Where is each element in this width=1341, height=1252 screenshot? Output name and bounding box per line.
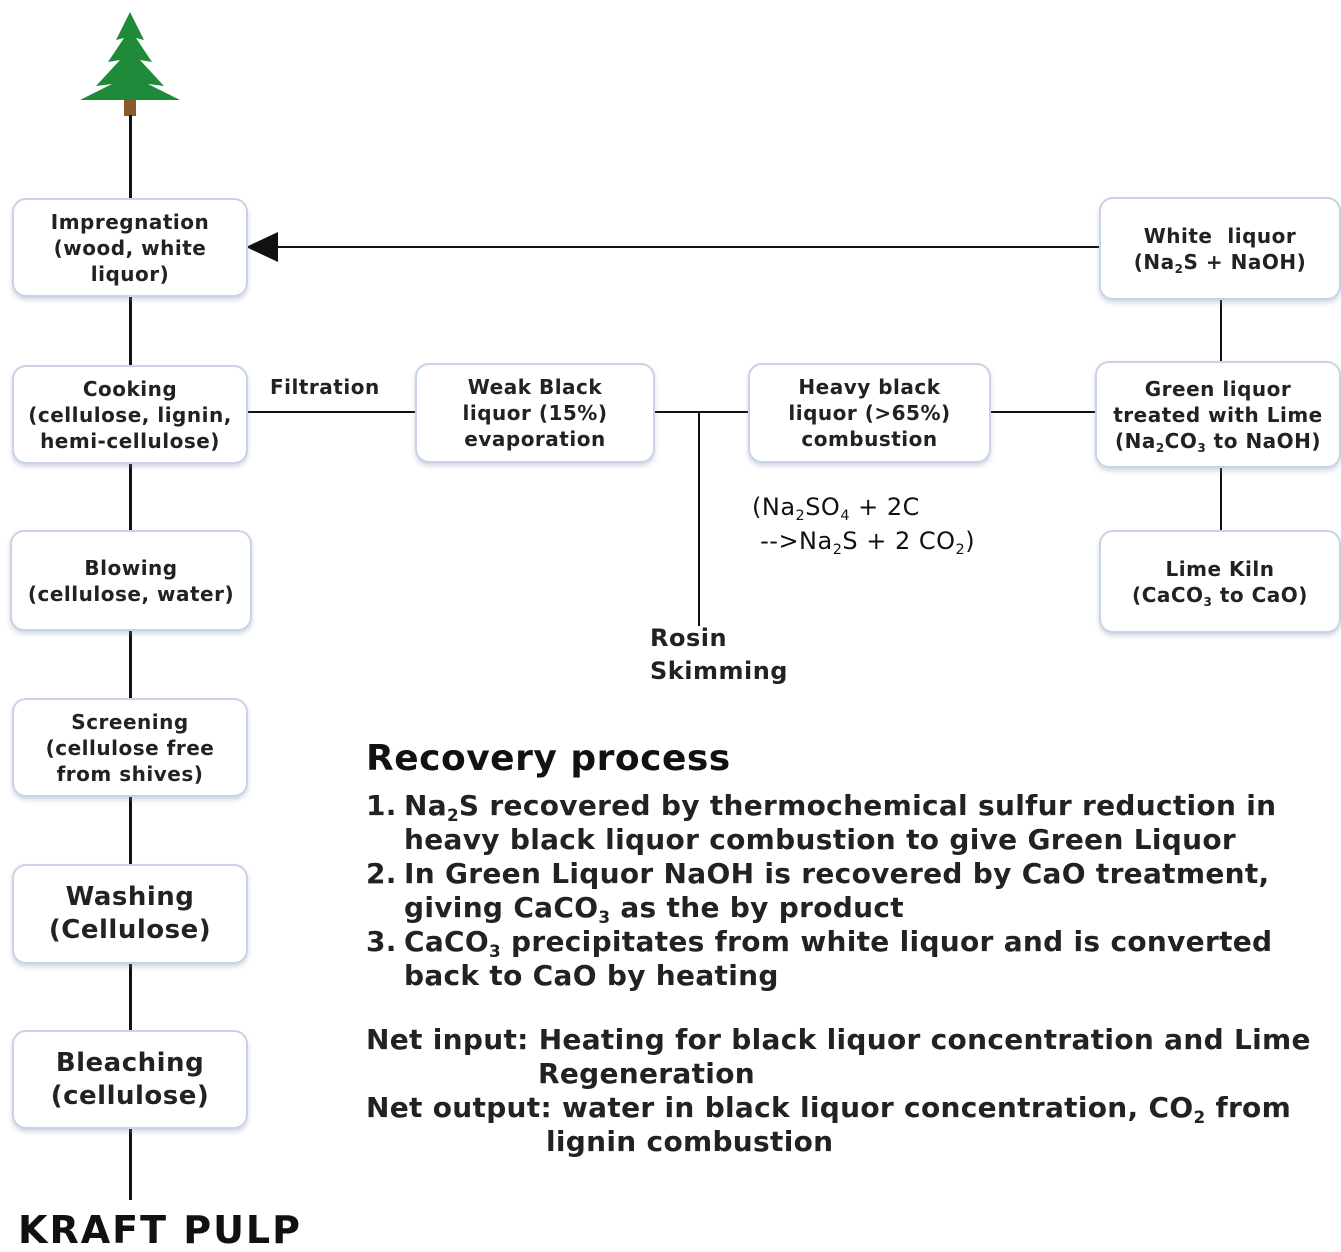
cooking-label-1: Cooking xyxy=(82,376,178,401)
recovery-title: Recovery process xyxy=(366,738,731,779)
connector-green-lime xyxy=(1220,468,1222,530)
impregnation-box: Impregnation (wood, white liquor) xyxy=(12,198,248,297)
weak-black-label-3: evaporation xyxy=(464,427,606,451)
heavy-black-label-2: liquor (>65%) xyxy=(788,401,951,425)
heavy-black-label-1: Heavy black xyxy=(798,375,941,399)
cooking-label-3: hemi-cellulose) xyxy=(40,428,220,453)
washing-label-1: Washing xyxy=(65,882,195,912)
kraft-pulp-label: KRAFT PULP xyxy=(18,1208,302,1252)
recovery-step-3: 3.CaCO3 precipitates from white liquor a… xyxy=(366,925,1326,993)
reaction-line-1: (Na2SO4 + 2C xyxy=(752,493,920,525)
step-1-continuation: heavy black liquor combustion to give Gr… xyxy=(404,823,1237,856)
connector-rosin xyxy=(698,411,700,626)
screening-label-2: (cellulose free xyxy=(45,735,215,760)
impregnation-label-2: (wood, white xyxy=(53,235,207,260)
white-liquor-box: White liquor (Na2S + NaOH) xyxy=(1099,197,1341,300)
lime-kiln-label-1: Lime Kiln xyxy=(1165,556,1275,581)
bleaching-label-2: (cellulose) xyxy=(50,1080,210,1111)
net-output: Net output: water in black liquor concen… xyxy=(366,1091,1326,1159)
connector-cooking-weak xyxy=(248,411,416,413)
step-3-number: 3. xyxy=(366,925,397,958)
connector-impregnation-cooking xyxy=(129,296,132,366)
bleaching-box: Bleaching (cellulose) xyxy=(12,1030,248,1129)
connector-screening-washing xyxy=(129,797,132,865)
arrow-head-icon xyxy=(246,232,278,262)
white-liquor-label-2: (Na2S + NaOH) xyxy=(1133,249,1307,276)
washing-label-2: (Cellulose) xyxy=(48,915,212,945)
net-output-line-2: lignin combustion xyxy=(546,1125,834,1158)
return-arrow-line xyxy=(270,246,1100,248)
cooking-box: Cooking (cellulose, lignin, hemi-cellulo… xyxy=(12,365,248,464)
connector-heavy-green xyxy=(991,411,1095,413)
green-liquor-box: Green liquor treated with Lime (Na2CO3 t… xyxy=(1095,361,1341,468)
screening-label-1: Screening xyxy=(71,709,189,734)
weak-black-label-2: liquor (15%) xyxy=(462,401,608,425)
weak-black-liquor-box: Weak Black liquor (15%) evaporation xyxy=(415,363,655,463)
bleaching-label-1: Bleaching xyxy=(55,1047,205,1078)
impregnation-label-3: liquor) xyxy=(90,261,170,286)
filtration-label: Filtration xyxy=(270,375,380,399)
green-liquor-label-3: (Na2CO3 to NaOH) xyxy=(1114,428,1322,455)
washing-box: Washing (Cellulose) xyxy=(12,864,248,964)
white-liquor-label-1: White liquor xyxy=(1143,223,1297,248)
connector-weak-heavy xyxy=(655,411,748,413)
step-3-continuation: back to CaO by heating xyxy=(404,959,779,992)
heavy-black-label-3: combustion xyxy=(801,427,938,451)
impregnation-label-1: Impregnation xyxy=(50,209,210,234)
rosin-skimming-label: Rosin Skimming xyxy=(650,622,788,688)
step-2-number: 2. xyxy=(366,857,397,890)
lime-kiln-label-2: (CaCO3 to CaO) xyxy=(1132,582,1308,609)
net-output-line-1: Net output: water in black liquor concen… xyxy=(366,1091,1292,1127)
step-2-continuation: giving CaCO3 as the by product xyxy=(404,891,904,927)
connector-white-green xyxy=(1220,299,1222,361)
reaction-equation: (Na2SO4 + 2C -->Na2S + 2 CO2) xyxy=(752,490,975,558)
blowing-label-1: Blowing xyxy=(84,555,178,580)
rosin-label-2: Skimming xyxy=(650,657,788,685)
connector-washing-bleaching xyxy=(129,963,132,1031)
net-input-line-2: Regeneration xyxy=(538,1057,755,1090)
tree-icon xyxy=(80,12,180,116)
net-input-line-1: Net input: Heating for black liquor conc… xyxy=(366,1023,1311,1056)
blowing-box: Blowing (cellulose, water) xyxy=(10,530,252,631)
net-input: Net input: Heating for black liquor conc… xyxy=(366,1023,1326,1091)
screening-box: Screening (cellulose free from shives) xyxy=(12,698,248,797)
step-1-number: 1. xyxy=(366,789,397,822)
blowing-label-2: (cellulose, water) xyxy=(27,581,235,606)
weak-black-label-1: Weak Black xyxy=(467,375,603,399)
screening-label-3: from shives) xyxy=(56,761,204,786)
recovery-step-1: 1.Na2S recovered by thermochemical sulfu… xyxy=(366,789,1326,857)
connector-tree-impregnation xyxy=(129,115,132,199)
recovery-step-2: 2.In Green Liquor NaOH is recovered by C… xyxy=(366,857,1326,925)
green-liquor-label-2: treated with Lime xyxy=(1113,402,1323,427)
recovery-process-panel: Recovery process 1.Na2S recovered by the… xyxy=(366,738,1326,1159)
connector-cooking-blowing xyxy=(129,463,132,531)
cooking-label-2: (cellulose, lignin, xyxy=(28,402,232,427)
connector-blowing-screening xyxy=(129,630,132,698)
lime-kiln-box: Lime Kiln (CaCO3 to CaO) xyxy=(1099,530,1341,633)
heavy-black-liquor-box: Heavy black liquor (>65%) combustion xyxy=(748,363,991,463)
green-liquor-label-1: Green liquor xyxy=(1144,376,1292,401)
connector-bleaching-pulp xyxy=(129,1128,132,1200)
reaction-line-2: -->Na2S + 2 CO2) xyxy=(752,527,976,559)
rosin-label-1: Rosin xyxy=(650,624,728,652)
